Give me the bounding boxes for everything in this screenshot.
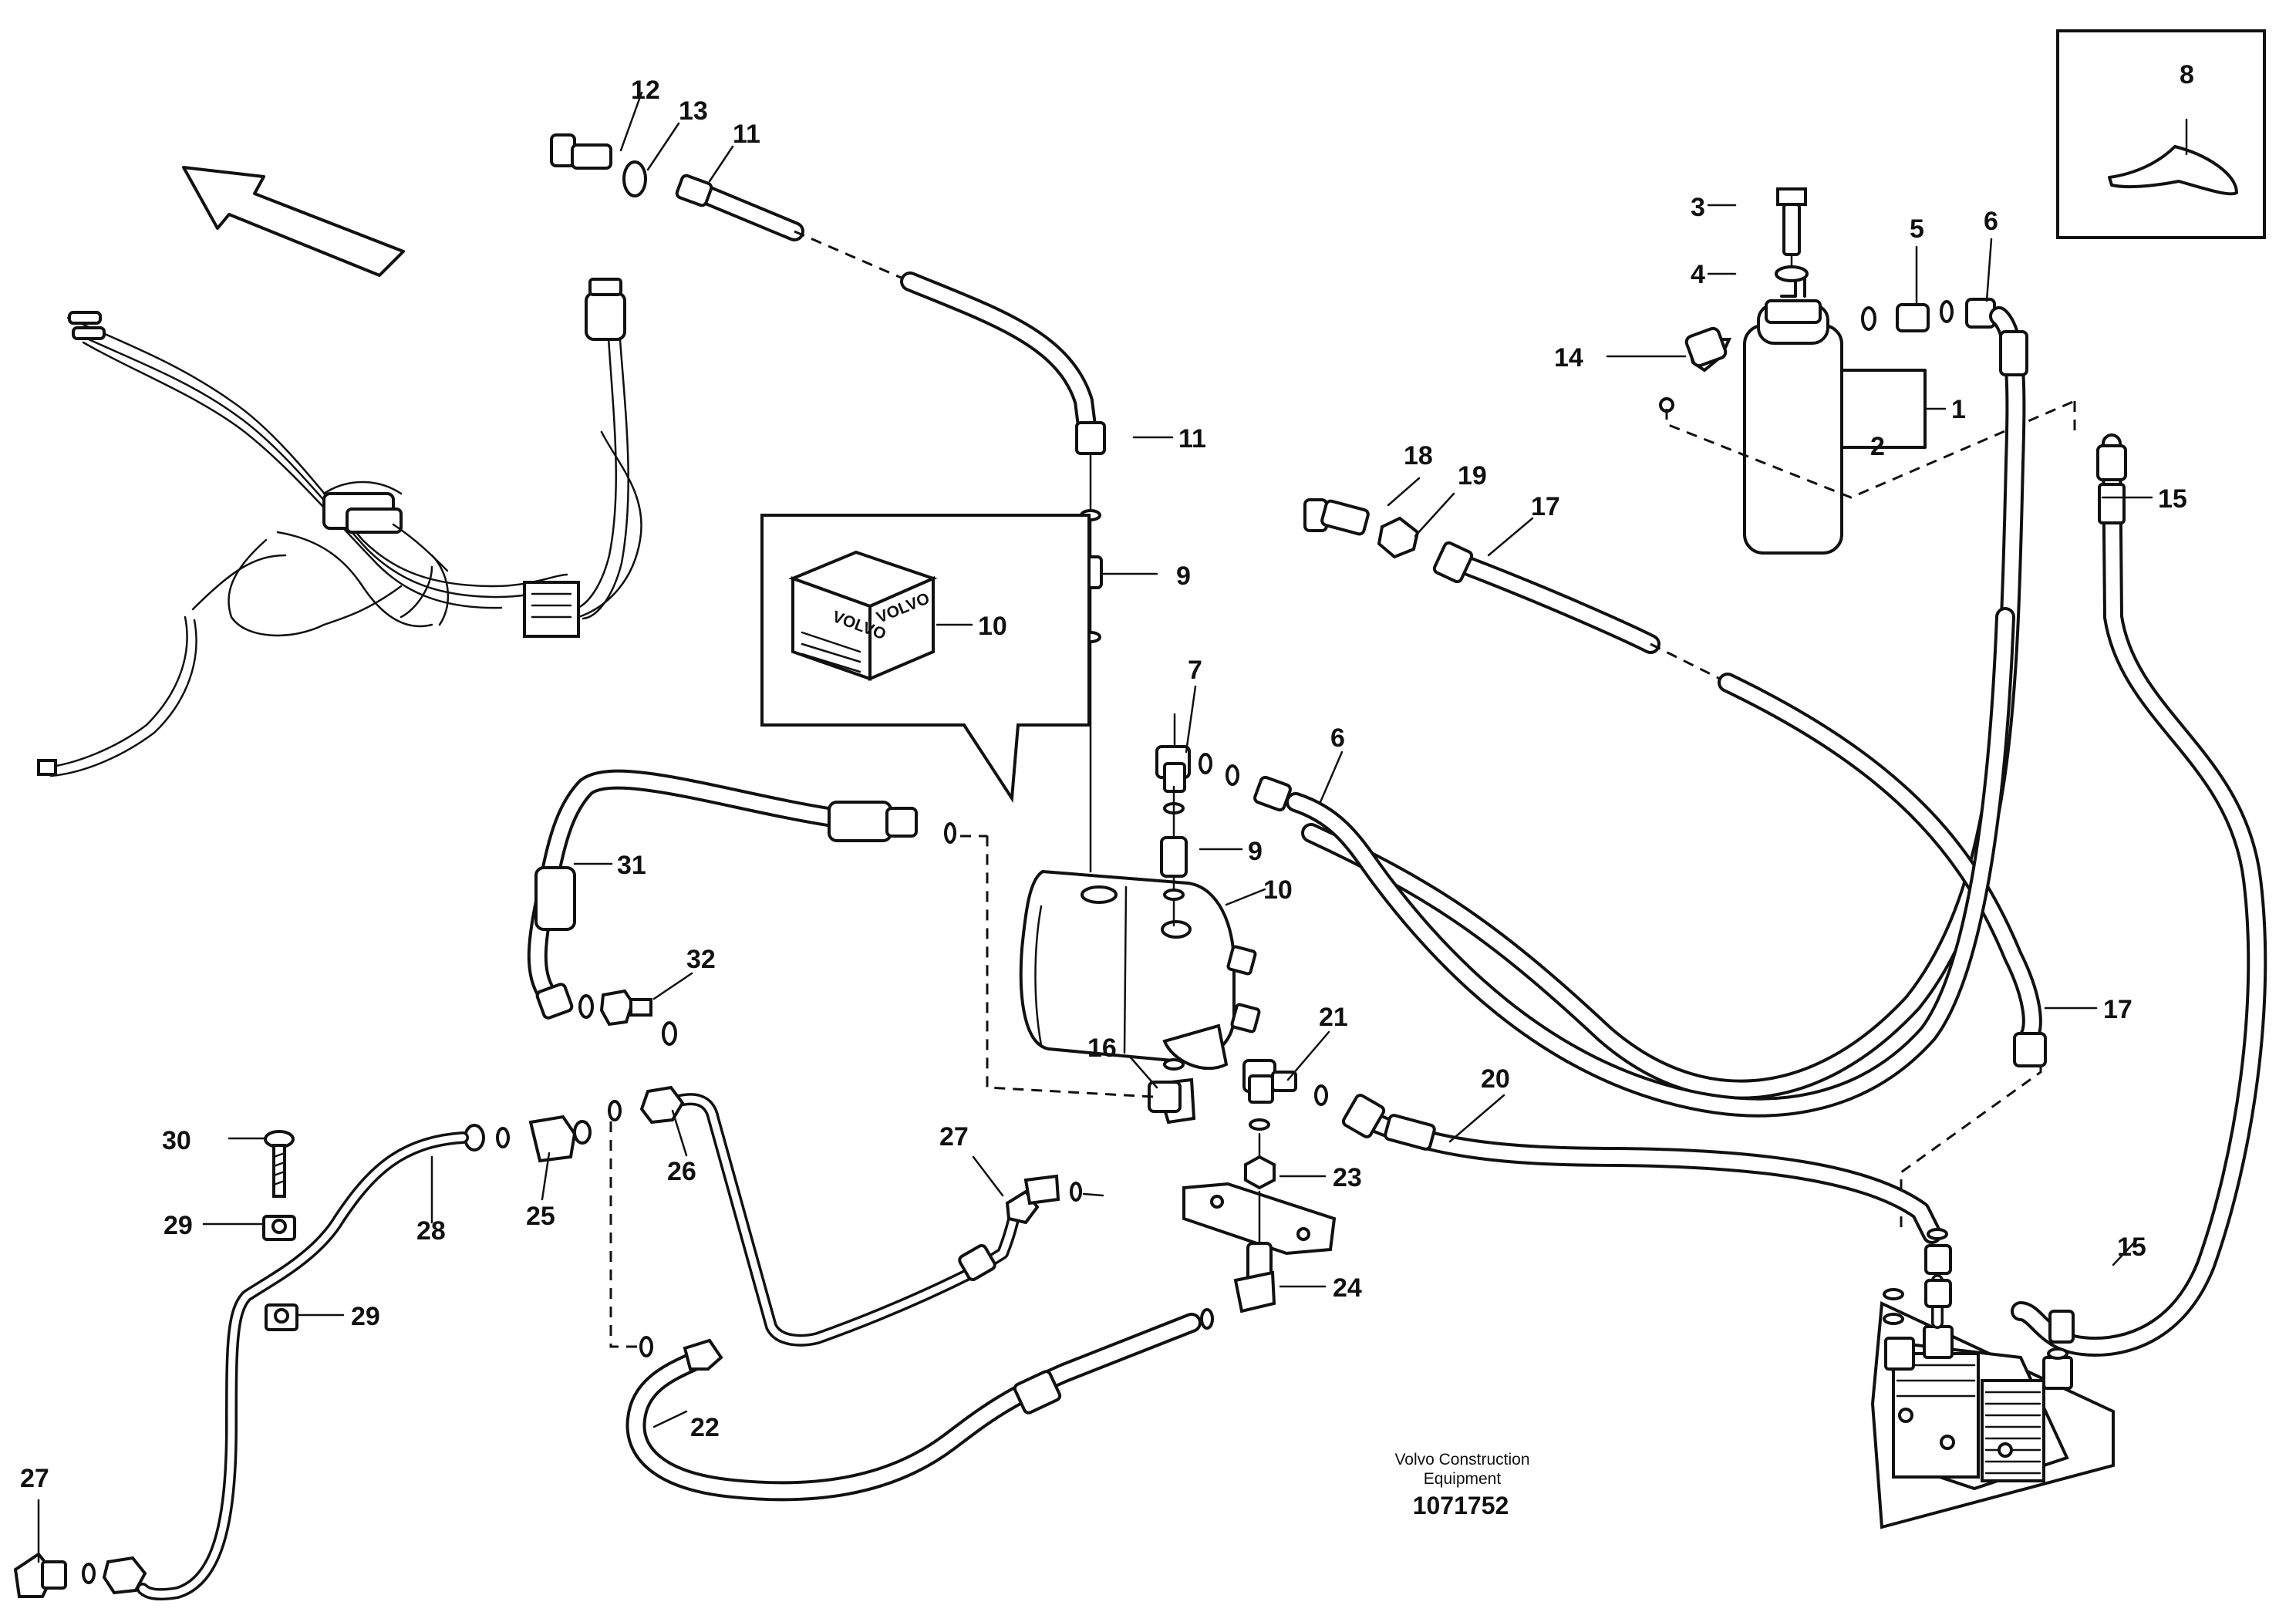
hose-11 <box>675 174 1106 455</box>
callout-20: 20 <box>1481 1064 1510 1094</box>
callout-31: 31 <box>617 851 646 880</box>
fitting-27-mid <box>958 1174 1104 1282</box>
fitting-7 <box>1155 713 1292 927</box>
filter-assembly <box>1659 187 2075 555</box>
callout-18: 18 <box>1404 441 1433 470</box>
hose-31 <box>527 769 987 1020</box>
hose-15 <box>2011 401 2267 1357</box>
callout-15-top: 15 <box>2158 484 2187 514</box>
callout-12: 12 <box>631 76 660 105</box>
callout-6-mid: 6 <box>1330 723 1345 753</box>
callout-11-mid: 11 <box>1178 424 1206 454</box>
callout-23: 23 <box>1333 1163 1362 1192</box>
fitting-25 <box>464 1114 592 1163</box>
screw-30 <box>264 1130 295 1198</box>
callout-4: 4 <box>1691 260 1705 289</box>
callout-19: 19 <box>1458 461 1487 491</box>
callout-10-pump: 10 <box>1263 875 1293 905</box>
callout-32: 32 <box>686 945 716 974</box>
callout-15-bottom: 15 <box>2117 1233 2146 1262</box>
clamp-29-upper <box>262 1215 296 1241</box>
callout-14: 14 <box>1554 343 1583 373</box>
callout-11-top: 11 <box>733 120 760 149</box>
hose-22 <box>609 1118 1202 1502</box>
pump-assembly <box>1019 869 1261 1071</box>
callout-9-top: 9 <box>1176 561 1191 591</box>
document-number: 1071752 <box>1413 1492 1509 1519</box>
nut-23 <box>1244 1155 1276 1190</box>
callout-17-bottom: 17 <box>2103 995 2132 1024</box>
footer-info: Volvo Construction Equipment 1071752 <box>1394 1451 1529 1519</box>
callout-6-top: 6 <box>1984 207 1998 236</box>
nut-19 <box>1377 516 1420 559</box>
fitting-9-mid <box>1160 836 1188 901</box>
bracket-plate <box>1182 1182 1337 1256</box>
overview-illustration <box>37 278 642 777</box>
callout-labels: 1 2 3 4 5 6 6 7 8 9 9 10 10 11 11 12 13 … <box>20 60 2194 1493</box>
callout-25: 25 <box>526 1202 555 1231</box>
pipe-26 <box>608 1085 984 1347</box>
callout-26: 26 <box>667 1157 696 1186</box>
fitting-12 <box>550 133 612 170</box>
callout-3: 3 <box>1691 193 1705 222</box>
callout-22: 22 <box>690 1413 720 1442</box>
fitting-16 <box>986 833 1196 1125</box>
callout-28: 28 <box>416 1216 446 1246</box>
oil-cooler <box>1870 1228 2115 1529</box>
company-name-line2: Equipment <box>1424 1470 1502 1488</box>
hose-6-mid <box>1286 607 2015 1118</box>
pipe-28 <box>137 1131 469 1601</box>
clamp-29-lower <box>265 1303 298 1331</box>
callout-8: 8 <box>2180 60 2194 89</box>
callout-2: 2 <box>1870 432 1885 461</box>
callout-21: 21 <box>1319 1003 1348 1032</box>
callout-27-bottom: 27 <box>20 1464 49 1493</box>
direction-arrow <box>182 166 405 277</box>
hose-6-right <box>1301 306 2028 1100</box>
callout-5: 5 <box>1910 214 1924 244</box>
callout-29-lower: 29 <box>351 1302 380 1331</box>
fitting-18 <box>1303 498 1370 536</box>
callout-1: 1 <box>1951 395 1966 424</box>
hose-20 <box>1341 1094 1942 1244</box>
nut-13 <box>622 160 647 197</box>
callout-17-top: 17 <box>1531 492 1560 521</box>
callout-16: 16 <box>1087 1034 1117 1063</box>
leader-lines <box>37 91 2153 1563</box>
hose-17 <box>1432 541 2047 1230</box>
clamp-detail-box <box>2056 29 2266 239</box>
callout-13: 13 <box>679 96 708 126</box>
fitting-32 <box>578 989 677 1046</box>
callout-7: 7 <box>1188 656 1202 685</box>
part-box-detail: VOLVO VOLVO <box>760 514 1091 803</box>
callout-10-box: 10 <box>978 612 1007 641</box>
fitting-24 <box>1200 1242 1276 1330</box>
fitting-21 <box>1242 1059 1328 1158</box>
callout-24: 24 <box>1333 1273 1362 1303</box>
callout-27-mid: 27 <box>939 1122 969 1152</box>
callout-30: 30 <box>162 1126 191 1155</box>
company-name-line1: Volvo Construction <box>1394 1451 1529 1469</box>
callout-9-mid: 9 <box>1248 837 1263 866</box>
callout-29-upper: 29 <box>164 1211 193 1240</box>
fitting-27-bottom <box>13 1552 147 1598</box>
